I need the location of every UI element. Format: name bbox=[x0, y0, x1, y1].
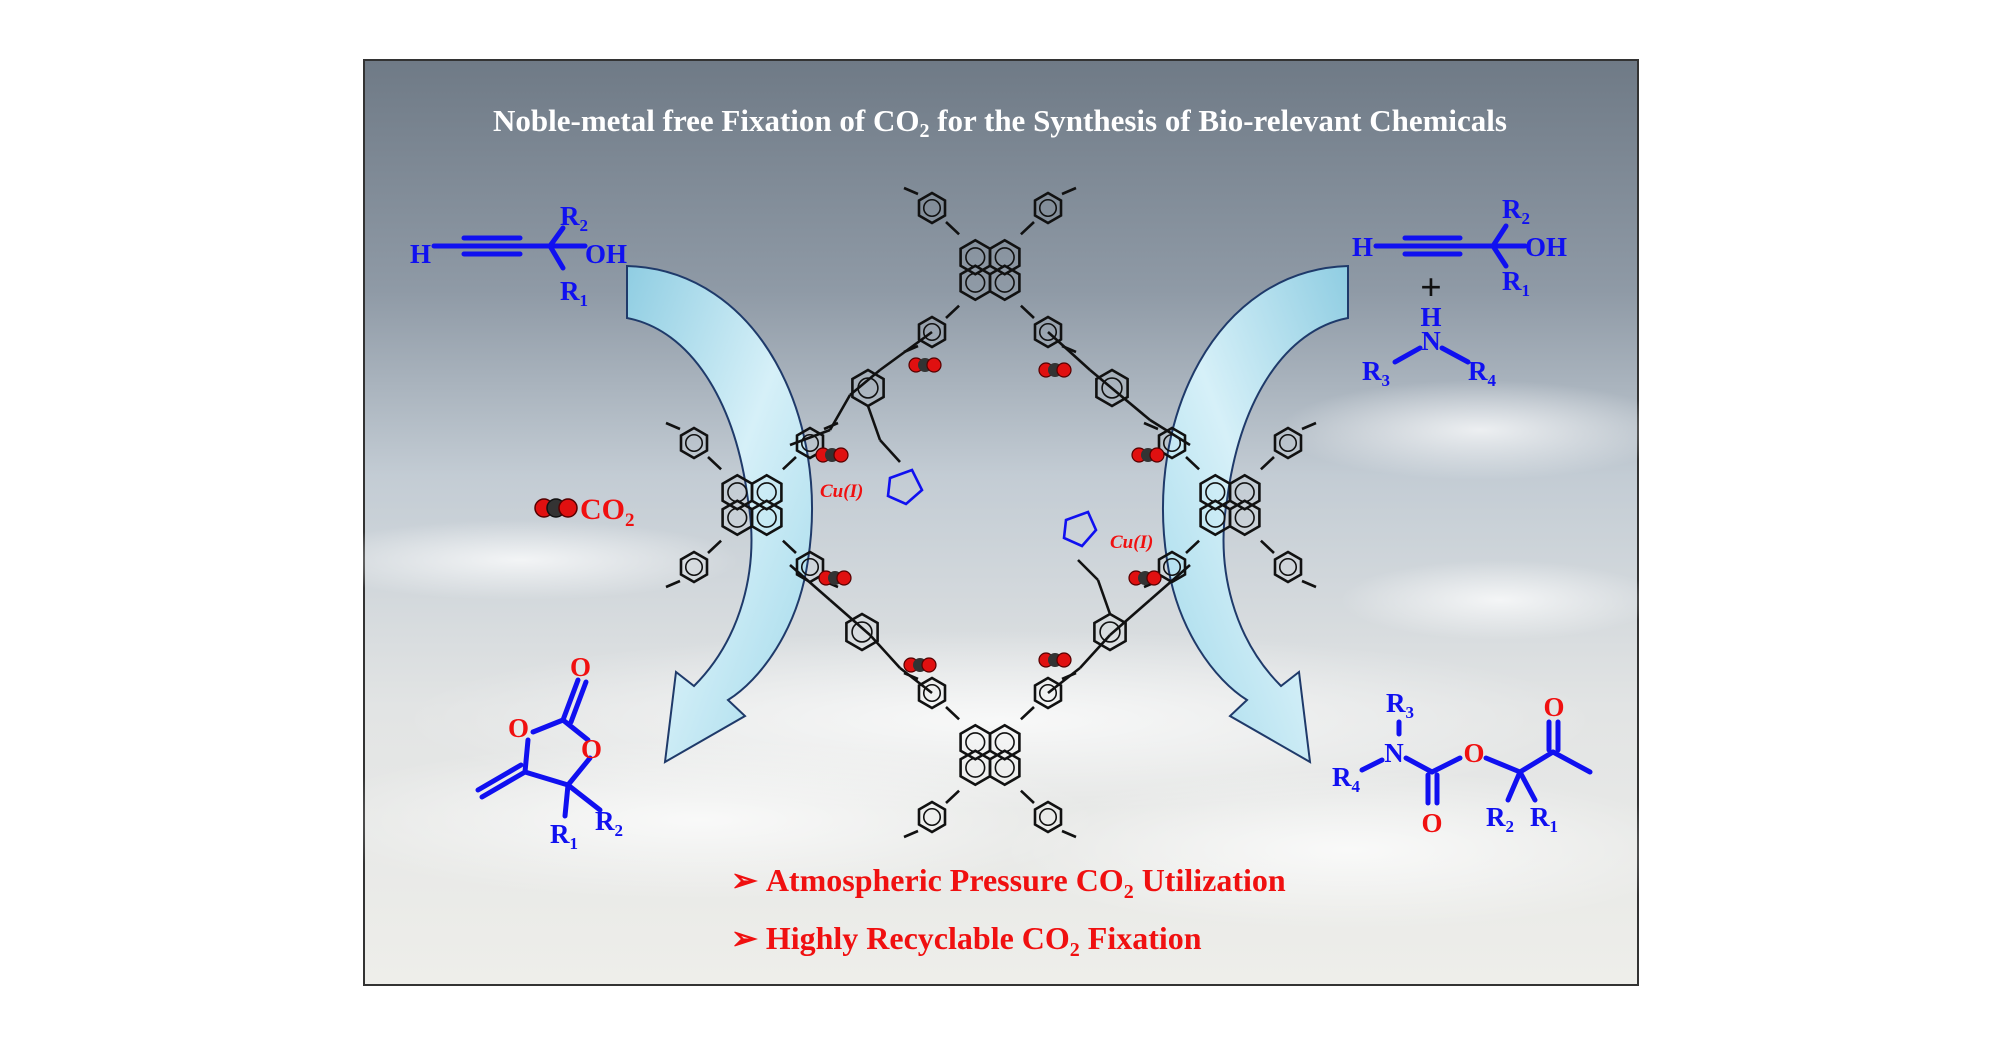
atom-h: H bbox=[1420, 302, 1441, 332]
phenyl-ring bbox=[1033, 800, 1063, 834]
cu-functionalized-cof-structure bbox=[665, 186, 1317, 839]
group-r2: R2 bbox=[595, 806, 623, 840]
atom-h: H bbox=[410, 239, 431, 269]
phenyl-ring bbox=[679, 550, 709, 584]
bullet-recyclable: ➢Highly Recyclable CO2 Fixation bbox=[731, 920, 1202, 961]
phenyl-ring bbox=[795, 550, 825, 584]
atom-o: O bbox=[1463, 738, 1484, 768]
atom-oh: OH bbox=[585, 239, 627, 269]
right-product-carbamate: R3 N R4 O O O R2 R1 bbox=[1332, 688, 1593, 838]
linker-phenyl-ring bbox=[1093, 612, 1127, 652]
group-r3: R3 bbox=[1386, 688, 1414, 722]
co2-legend: CO2 bbox=[534, 493, 635, 531]
phenyl-ring bbox=[917, 191, 947, 225]
phenyl-ring bbox=[1157, 426, 1187, 460]
linker-phenyl-ring bbox=[1095, 368, 1129, 408]
cu-label-right: Cu(I) bbox=[1110, 532, 1153, 553]
phenyl-ring bbox=[1033, 191, 1063, 225]
cu-label-left: Cu(I) bbox=[820, 481, 863, 502]
right-reaction-arrow bbox=[1162, 264, 1349, 764]
phenyl-ring bbox=[679, 426, 709, 460]
co2-label: CO2 bbox=[580, 493, 635, 531]
phenyl-ring bbox=[795, 426, 825, 460]
pyrene-ring bbox=[750, 473, 783, 511]
phenyl-ring bbox=[1273, 550, 1303, 584]
phenyl-ring bbox=[917, 315, 947, 349]
group-r2: R2 bbox=[1486, 802, 1514, 836]
left-product-cyclic-carbonate: O O O R1 R2 bbox=[475, 652, 623, 853]
phenyl-ring bbox=[1273, 426, 1303, 460]
left-reaction-arrow bbox=[626, 264, 813, 764]
atom-o: O bbox=[1543, 692, 1564, 722]
phenyl-ring bbox=[917, 676, 947, 710]
imidazole-ring bbox=[1062, 510, 1098, 548]
atom-o: O bbox=[1421, 808, 1442, 838]
pyrene-ring bbox=[750, 499, 783, 537]
left-reactant-propargyl-alcohol: H OH R2 R1 bbox=[410, 201, 627, 310]
group-r2: R2 bbox=[1502, 194, 1530, 228]
group-r3: R3 bbox=[1362, 356, 1390, 390]
group-r2: R2 bbox=[560, 201, 588, 235]
phenyl-ring bbox=[1033, 315, 1063, 349]
right-reactants: H OH R2 R1 + H N R3 R4 bbox=[1352, 194, 1567, 390]
linker-phenyl-ring bbox=[845, 612, 879, 652]
atom-o: O bbox=[570, 652, 591, 682]
pyrene-ring bbox=[1228, 499, 1261, 537]
group-r1: R1 bbox=[1530, 802, 1558, 836]
pyrene-ring bbox=[988, 749, 1021, 787]
atom-o: O bbox=[508, 713, 529, 743]
bullet-atmospheric-pressure: ➢Atmospheric Pressure CO2 Utilization bbox=[731, 862, 1286, 903]
group-r1: R1 bbox=[560, 276, 588, 310]
pyrene-ring bbox=[988, 264, 1021, 302]
plus-sign: + bbox=[1420, 267, 1442, 309]
phenyl-ring bbox=[917, 800, 947, 834]
group-r1: R1 bbox=[550, 819, 578, 853]
pyrene-ring bbox=[988, 723, 1021, 761]
phenyl-ring bbox=[1157, 550, 1187, 584]
atom-o: O bbox=[581, 734, 602, 764]
group-r4: R4 bbox=[1468, 356, 1497, 390]
pyrene-ring bbox=[988, 238, 1021, 276]
group-r1: R1 bbox=[1502, 266, 1530, 300]
pyrene-ring bbox=[1228, 473, 1261, 511]
phenyl-ring bbox=[1033, 676, 1063, 710]
atom-oh: OH bbox=[1525, 232, 1567, 262]
imidazole-ring bbox=[886, 468, 924, 506]
atom-n: N bbox=[1384, 738, 1404, 768]
group-r4: R4 bbox=[1332, 762, 1361, 796]
atom-h: H bbox=[1352, 232, 1373, 262]
atom-n: N bbox=[1421, 326, 1441, 356]
figure-title: Noble-metal free Fixation of CO2 for the… bbox=[493, 103, 1507, 142]
